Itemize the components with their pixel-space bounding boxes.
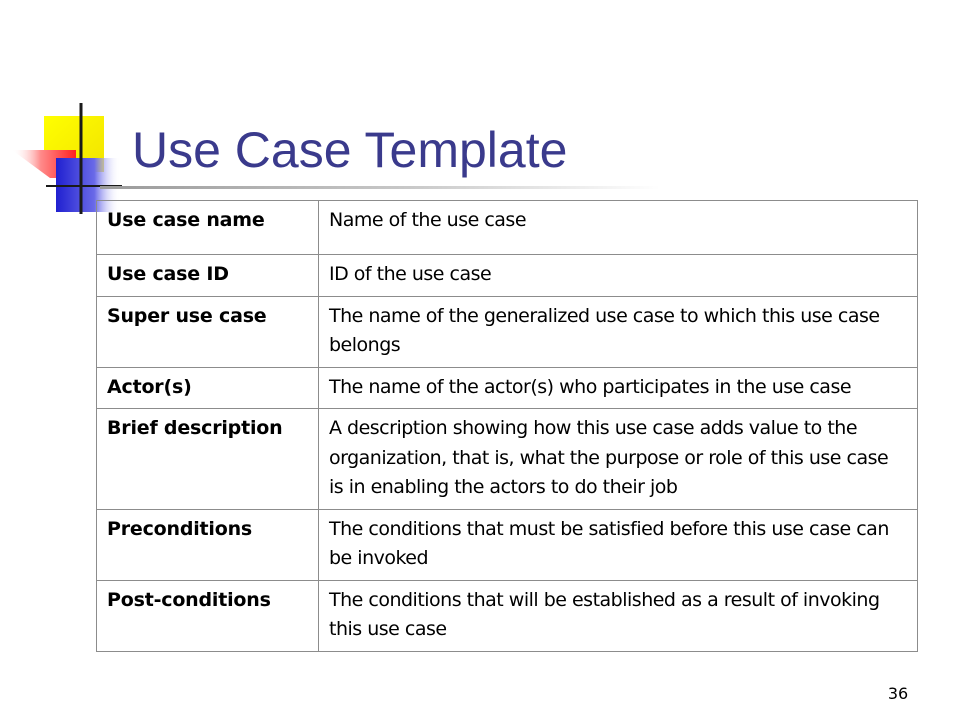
row-label: Use case ID [96,254,319,297]
table-row: Super use case The name of the generaliz… [96,295,918,368]
row-label: Super use case [96,295,319,368]
row-label: Actor(s) [96,366,319,409]
page-title: Use Case Template [132,122,568,178]
row-label: Preconditions [96,508,319,581]
pinwheel-logo-icon [12,103,122,214]
row-label: Brief description [96,408,319,510]
row-description: The conditions that must be satisfied be… [318,508,918,581]
table-row: Brief description A description showing … [96,408,918,510]
page-number: 36 [887,684,909,703]
table-row: Post-conditions The conditions that will… [96,579,918,652]
table-row: Actor(s) The name of the actor(s) who pa… [96,366,918,409]
table-row: Use case name Name of the use case [96,200,918,255]
title-divider [100,186,660,189]
row-label: Post-conditions [96,579,319,652]
row-description: Name of the use case [318,200,918,255]
row-description: A description showing how this use case … [318,408,918,510]
table-row: Preconditions The conditions that must b… [96,508,918,581]
row-description: ID of the use case [318,254,918,297]
table-row: Use case ID ID of the use case [96,254,918,297]
row-description: The name of the generalized use case to … [318,295,918,368]
use-case-table: Use case name Name of the use case Use c… [96,200,918,652]
row-description: The name of the actor(s) who participate… [318,366,918,409]
row-description: The conditions that will be established … [318,579,918,652]
row-label: Use case name [96,200,319,255]
